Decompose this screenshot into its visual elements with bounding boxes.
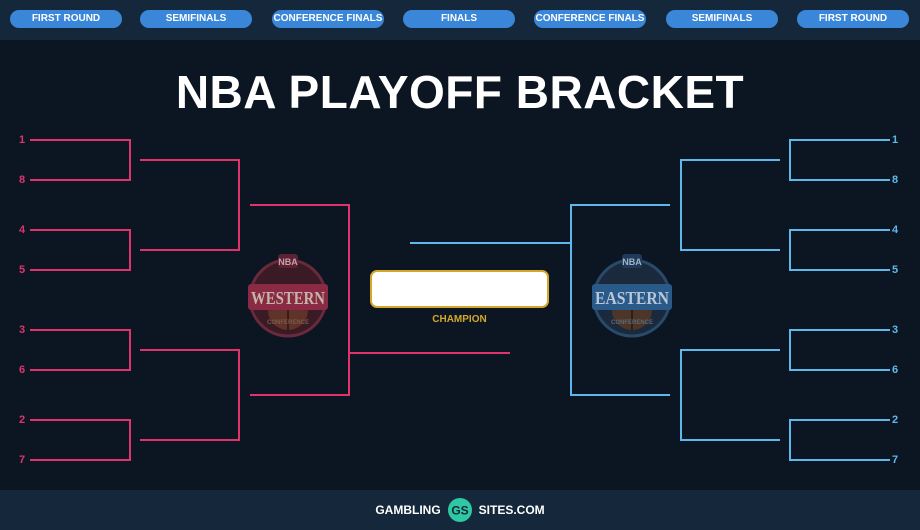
west-matchup-1-8 [30,139,131,181]
west-seed: 3 [19,324,26,336]
east-conference-final [570,204,670,396]
east-semifinal-bottom [680,349,780,441]
round-tab-west-semifinals[interactable]: SEMIFINALS [140,10,252,28]
east-matchup-2-7 [789,419,890,461]
east-matchup-4-5 [789,229,890,271]
east-seed: 7 [892,454,899,466]
west-seed: 8 [19,174,26,186]
eastern-bracket-lines [410,139,890,461]
east-seed: 5 [892,264,899,276]
east-matchup-1-8 [789,139,890,181]
west-conference-final [250,204,350,396]
west-seed: 2 [19,414,26,426]
west-matchup-4-5 [30,229,131,271]
east-seed: 4 [892,224,899,236]
western-conference-logo: NBA WESTERN CONFERENCE [248,254,328,338]
brand-text-left: GAMBLING [375,503,441,517]
svg-text:NBA: NBA [622,257,642,267]
west-matchup-3-6 [30,329,131,371]
round-tab-east-conference-finals[interactable]: CONFERENCE FINALS [534,10,646,28]
brand-logo[interactable]: GAMBLING GS SITES.COM [0,490,920,530]
west-seed: 6 [19,364,26,376]
svg-text:CONFERENCE: CONFERENCE [267,320,309,326]
svg-text:CONFERENCE: CONFERENCE [611,320,653,326]
round-tab-west-first-round[interactable]: FIRST ROUND [10,10,122,28]
eastern-conference-logo: NBA EASTERN CONFERENCE [592,254,672,338]
west-seed: 4 [19,224,26,236]
round-tab-finals[interactable]: FINALS [403,10,515,28]
east-matchup-3-6 [789,329,890,371]
round-header-bar: FIRST ROUND SEMIFINALS CONFERENCE FINALS… [0,0,920,40]
brand-text-right: SITES.COM [478,503,545,517]
page-title: NBA PLAYOFF BRACKET [175,66,745,118]
western-bracket-lines [30,139,510,461]
west-seed: 5 [19,264,26,276]
east-seed: 6 [892,364,899,376]
east-seed: 8 [892,174,899,186]
round-tab-west-conference-finals[interactable]: CONFERENCE FINALS [272,10,384,28]
svg-text:NBA: NBA [278,257,298,267]
west-semifinal-top [140,159,240,251]
round-tab-east-first-round[interactable]: FIRST ROUND [797,10,909,28]
west-seed: 1 [19,134,26,146]
gs-logo-icon: GS [447,498,472,522]
east-seed: 1 [892,134,899,146]
east-semifinal-top [680,159,780,251]
svg-text:GS: GS [451,504,468,518]
svg-text:WESTERN: WESTERN [251,288,325,308]
svg-text:EASTERN: EASTERN [595,288,669,308]
west-matchup-2-7 [30,419,131,461]
west-seed: 7 [19,454,26,466]
round-tab-east-semifinals[interactable]: SEMIFINALS [666,10,778,28]
east-seed: 3 [892,324,899,336]
champion-label: CHAMPION [432,314,487,325]
east-seed: 2 [892,414,899,426]
west-semifinal-bottom [140,349,240,441]
champion-box[interactable] [370,270,549,308]
footer-bar: GAMBLING GS SITES.COM [0,490,920,530]
